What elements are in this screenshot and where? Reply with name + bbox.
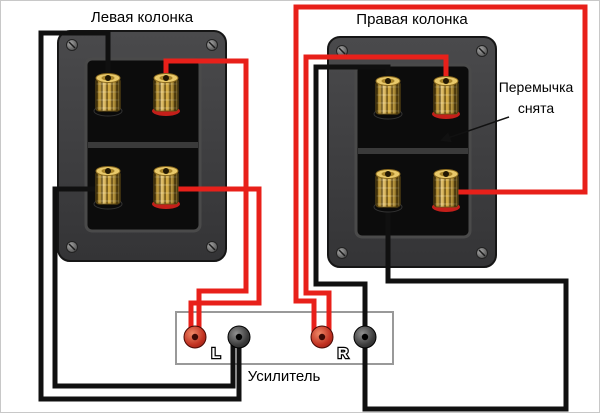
binding-post-right-hf-negative: [373, 76, 403, 120]
annotation-line-1: Перемычка: [498, 79, 574, 95]
amplifier-label: Усилитель: [247, 368, 321, 385]
wire-right-lf-negative: [362, 192, 569, 412]
amp-terminal-left-positive: [183, 325, 207, 349]
wire-left-lf-positive: [166, 186, 262, 335]
wire-right-hf-negative: [313, 64, 391, 335]
left-speaker-panel: [57, 30, 227, 262]
annotation-line-2: снята: [517, 100, 555, 116]
amp-terminal-right-negative: [353, 325, 377, 349]
binding-post-right-lf-negative: [373, 169, 403, 213]
recess-divider: [88, 142, 198, 148]
binding-post-left-hf-negative: [93, 73, 123, 117]
recess-divider: [358, 148, 468, 154]
amp-terminal-right-positive: [310, 325, 334, 349]
wire-left-hf-negative: [38, 30, 242, 402]
screw-icon: [65, 38, 79, 52]
right-speaker-title: Правая колонка: [356, 11, 468, 28]
binding-post-left-hf-positive: [152, 73, 180, 116]
wire-right-lf-positive: [293, 4, 588, 335]
amp-terminal-left-negative: [227, 325, 251, 349]
screw-icon: [205, 38, 219, 52]
screw-icon: [335, 246, 349, 260]
binding-post-left-lf-negative: [93, 166, 123, 210]
binding-post-right-hf-positive: [432, 76, 460, 119]
wire-right-hf-positive: [303, 54, 449, 335]
screw-icon: [65, 240, 79, 254]
screw-icon: [205, 240, 219, 254]
annotation-arrow: [440, 116, 510, 143]
right-speaker-panel: [327, 36, 497, 268]
screw-icon: [475, 246, 489, 260]
left-speaker-title: Левая колонка: [90, 9, 194, 26]
amplifier-terminals: L R: [183, 325, 377, 363]
wire-left-hf-positive: [163, 58, 249, 335]
binding-post-right-lf-positive: [432, 169, 460, 212]
binding-post-left-lf-positive: [152, 166, 180, 209]
screw-icon: [475, 44, 489, 58]
amp-channel-label-left: L: [211, 345, 220, 362]
wire-left-lf-negative: [52, 186, 236, 389]
amp-channel-label-right: R: [338, 345, 349, 362]
jumper-annotation: Перемычка снята: [493, 77, 579, 119]
binding-posts: [93, 73, 460, 213]
wires: [38, 4, 588, 412]
